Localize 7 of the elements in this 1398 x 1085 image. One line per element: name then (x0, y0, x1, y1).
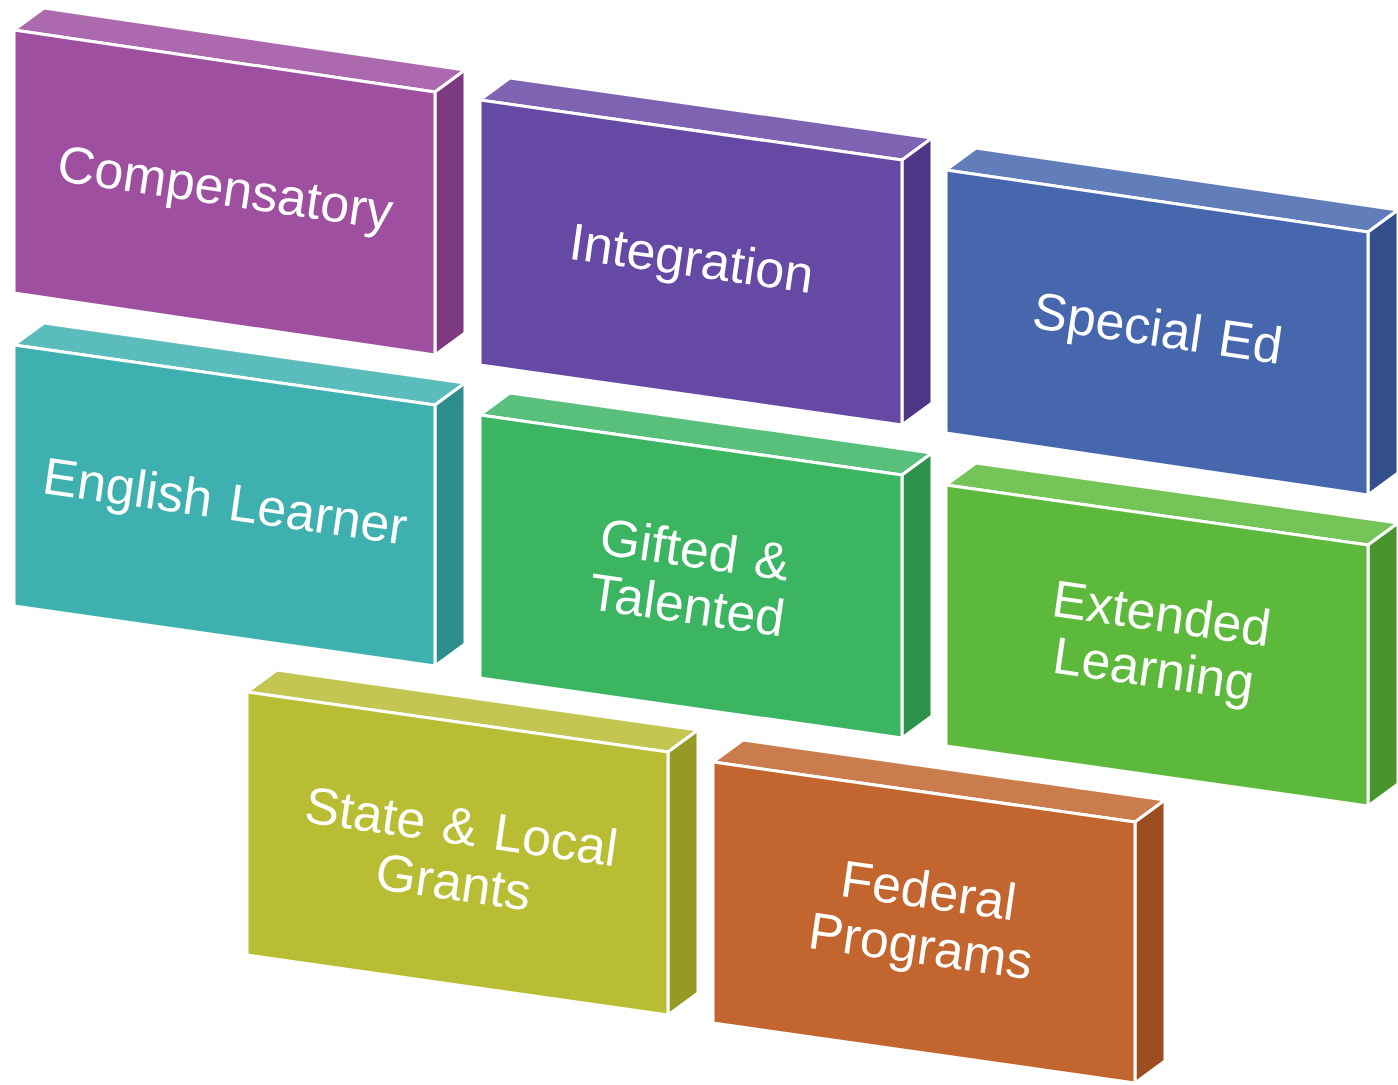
block: English Learner (12, 321, 467, 668)
block: Gifted & Talented (478, 391, 934, 740)
block: Special Ed (944, 146, 1398, 497)
block: State & Local Grants (245, 668, 700, 1017)
block: Federal Programs (711, 738, 1167, 1085)
block: Extended Learning (944, 461, 1398, 808)
block: Integration (478, 76, 934, 427)
